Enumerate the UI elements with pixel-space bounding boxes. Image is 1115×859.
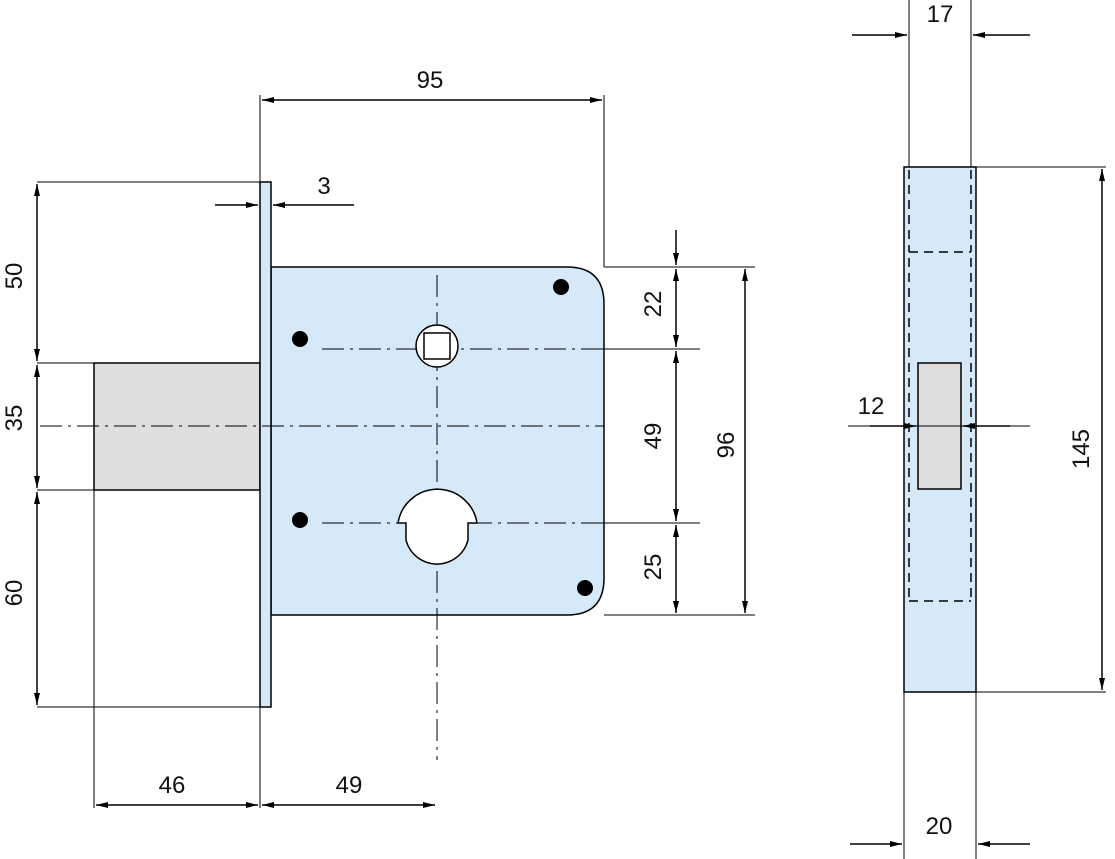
dim-label-95: 95 (417, 67, 444, 94)
dim-label-20: 20 (926, 813, 953, 840)
dim-label-49-backset: 49 (336, 772, 363, 799)
lock-side-view: 95 3 50 35 60 46 49 22 49 25 96 (1, 67, 755, 808)
screw-hole (292, 512, 308, 528)
dim-label-25: 25 (640, 554, 667, 581)
extension-lines (37, 95, 755, 808)
dim-label-145: 145 (1068, 429, 1095, 469)
dim-label-12: 12 (858, 393, 885, 420)
screw-hole (292, 331, 308, 347)
spindle-hub (415, 324, 459, 368)
dim-label-50: 50 (1, 263, 28, 290)
faceplate (259, 181, 272, 708)
dimension-lines (34, 97, 748, 808)
hidden-lines (908, 170, 972, 602)
dim-label-49-centers: 49 (640, 423, 667, 450)
dim-label-17: 17 (927, 1, 954, 28)
dim-label-46: 46 (159, 772, 186, 799)
dim-label-3: 3 (317, 173, 330, 200)
cylinder-keyhole (397, 488, 478, 565)
dim-label-35: 35 (1, 405, 28, 432)
dim-label-60: 60 (1, 580, 28, 607)
strike-plate-view: 17 145 20 12 (848, 0, 1106, 859)
screw-hole (553, 279, 569, 295)
dim-label-96: 96 (713, 432, 740, 459)
strike-dimension-lines (850, 32, 1105, 847)
dim-label-22: 22 (640, 291, 667, 318)
screw-hole (577, 580, 593, 596)
